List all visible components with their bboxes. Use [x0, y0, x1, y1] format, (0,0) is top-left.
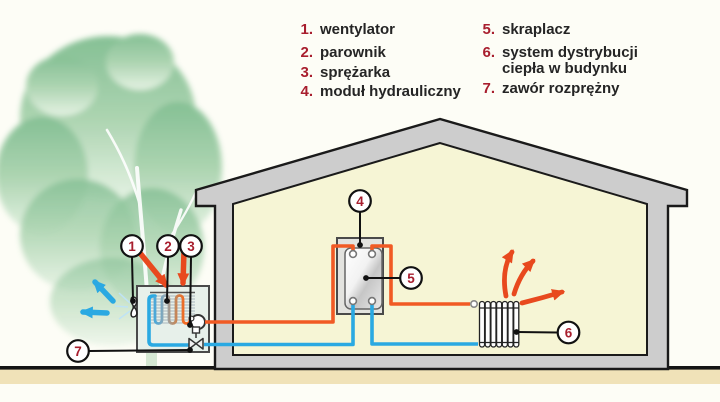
cold-pipe-condenser-to-valve: [204, 299, 355, 347]
legend-number: 4.: [300, 83, 313, 100]
legend-item-1: 1. wentylator: [294, 21, 395, 38]
callout-4-number: 4: [356, 194, 364, 209]
hot-pipe-compressor-to-condenser: [205, 244, 355, 324]
arrows: [79, 248, 566, 319]
legend-label: system dystrybucji: [502, 44, 638, 61]
legend-item-6: 6. system dystrybucji: [476, 44, 638, 61]
radiator-supply-connector: [469, 299, 478, 308]
grass-patch: [146, 351, 157, 367]
pipes: [204, 244, 478, 347]
legend-label: zawór rozprężny: [502, 80, 620, 97]
callout-6: 6: [556, 320, 581, 345]
callout-3-number: 3: [187, 239, 195, 254]
legend-item-4: 4. moduł hydrauliczny: [294, 83, 461, 100]
warm-air-in-arrow-2: [177, 248, 190, 287]
cold-air-out-arrow-1: [92, 279, 116, 304]
callout-3: 3: [179, 234, 203, 258]
heat-out-arrow-1: [501, 249, 515, 299]
callout-1-number: 1: [128, 239, 136, 254]
legend-item-7: 7. zawór rozprężny: [476, 80, 620, 97]
evaporator-fins: [151, 295, 195, 324]
legend-item-2: 2. parownik: [294, 44, 386, 61]
radiator: [469, 299, 520, 348]
callout-6-number: 6: [565, 325, 573, 340]
callout-1: 1: [120, 234, 144, 258]
callout-dots: [130, 242, 520, 353]
legend-label: skraplacz: [502, 21, 571, 38]
callout-5: 5: [399, 266, 423, 290]
legend-label: sprężarka: [320, 64, 391, 81]
heat-out-arrow-2: [511, 258, 536, 297]
callout-2: 2: [156, 234, 180, 258]
legend-number: 6.: [482, 44, 495, 61]
legend-number: [476, 60, 495, 77]
legend-number: 3.: [300, 64, 313, 81]
callout-badges: 1 2 3 4 5 6 7: [66, 189, 581, 363]
tree: [0, 34, 222, 346]
legend-label: parownik: [320, 44, 386, 61]
legend-number: 1.: [300, 21, 313, 38]
legend-number: 2.: [300, 44, 313, 61]
legend-number: 7.: [482, 80, 495, 97]
legend-label: ciepła w budynku: [502, 60, 628, 77]
legend-item-6-line2: ciepła w budynku: [476, 60, 627, 77]
valve-to-evaporator-pipe: [147, 294, 191, 347]
expansion-valve-actuator: [191, 326, 201, 334]
cold-pipe-radiator-return: [370, 299, 478, 346]
callout-2-number: 2: [164, 239, 172, 254]
callout-7: 7: [66, 339, 90, 363]
legend-number: 5.: [482, 21, 495, 38]
ground-band: [0, 369, 720, 384]
callout-7-number: 7: [74, 344, 82, 359]
legend-item-3: 3. sprężarka: [294, 64, 390, 81]
hot-pipe-condenser-to-radiator: [370, 244, 470, 306]
expansion-valve-body: [188, 337, 204, 350]
legend-label: wentylator: [320, 21, 396, 38]
expansion-valve: [188, 326, 204, 350]
condenser-ports: [348, 249, 377, 306]
callout-4: 4: [348, 189, 372, 213]
radiator-sections: [478, 300, 520, 348]
callout-5-number: 5: [407, 271, 415, 286]
fan-airflow-lines: [114, 292, 131, 320]
callout-leaders: [88, 212, 558, 352]
warm-air-in-arrow-1: [137, 250, 169, 288]
legend-item-5: 5. skraplacz: [476, 21, 570, 38]
fan-hub: [132, 305, 136, 309]
legend-label: moduł hydrauliczny: [320, 83, 461, 100]
heat-out-arrow-3: [519, 289, 566, 306]
cold-air-out-arrow-2: [79, 306, 110, 319]
legend: 1. wentylator 2. parownik 3. sprężarka 4…: [0, 0, 720, 110]
fan: [114, 292, 138, 320]
outdoor-unit: [114, 285, 210, 353]
